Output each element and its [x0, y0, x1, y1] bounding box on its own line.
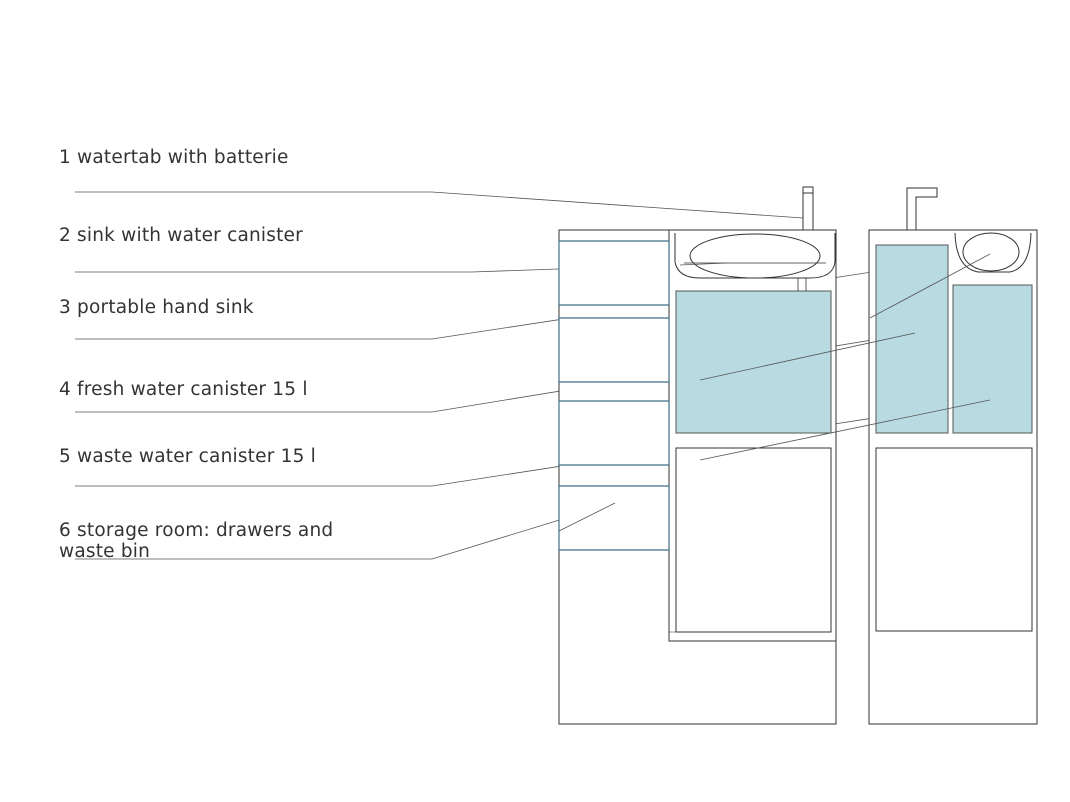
faucet-left: [803, 187, 813, 230]
drawer-4: [559, 486, 669, 550]
leader-tips: [559, 254, 990, 531]
leader-line-5: [75, 400, 990, 486]
leader-lines: [75, 192, 990, 559]
waste-water-canister-right: [953, 285, 1032, 433]
drawer-2: [559, 318, 669, 382]
drawers-left: [559, 241, 669, 550]
drawer-3: [559, 401, 669, 465]
label-sink-with-canister: 2 sink with water canister: [59, 225, 303, 246]
leader-line-6: [75, 503, 615, 559]
label-watertab: 1 watertab with batterie: [59, 147, 289, 168]
left-unit: [559, 187, 836, 724]
fresh-water-canister-right: [876, 245, 948, 433]
sink-basin-left: [675, 233, 835, 278]
leader-line-3: [75, 254, 990, 339]
faucet-right: [907, 188, 937, 230]
label-storage-room: 6 storage room: drawers and waste bin: [59, 520, 334, 562]
label-fresh-water-canister: 4 fresh water canister 15 l: [59, 379, 308, 400]
right-unit: [869, 188, 1037, 724]
storage-compartment-right: [876, 448, 1032, 631]
storage-compartment-left: [676, 448, 831, 632]
leader-line-1: [75, 192, 803, 218]
fresh-water-canister-left: [676, 291, 831, 433]
label-portable-hand-sink: 3 portable hand sink: [59, 297, 254, 318]
drawer-1: [559, 241, 669, 305]
label-waste-water-canister: 5 waste water canister 15 l: [59, 446, 316, 467]
